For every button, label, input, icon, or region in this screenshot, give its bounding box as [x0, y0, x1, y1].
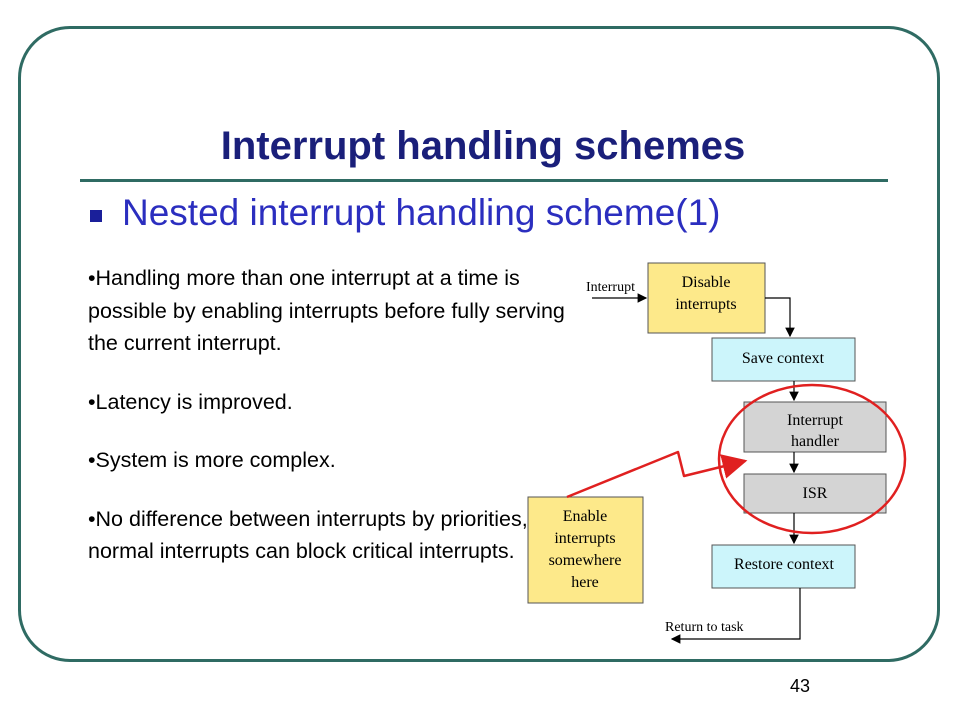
enable-line3: somewhere — [549, 552, 622, 569]
connector-disable-save — [765, 297, 795, 338]
disable-line1: Disable — [682, 274, 731, 291]
square-bullet-icon — [90, 210, 102, 222]
highlight-arrow — [566, 450, 748, 499]
enable-interrupts-box — [527, 496, 644, 604]
restore-context-label: Restore context — [734, 556, 835, 573]
disable-line2: interrupts — [675, 296, 736, 313]
enable-line2: interrupts — [554, 530, 615, 547]
interrupt-handler-box — [743, 401, 887, 453]
handler-line2: handler — [791, 433, 840, 450]
point-3: •System is more complex. — [88, 448, 336, 472]
return-label: Return to task — [665, 620, 744, 635]
restore-context-box — [711, 544, 856, 589]
interrupt-label: Interrupt — [586, 280, 635, 295]
point-2: •Latency is improved. — [88, 389, 293, 414]
enable-line4: here — [571, 574, 599, 591]
point-4: •No difference between interrupts by pri… — [88, 506, 557, 564]
isr-label: ISR — [803, 485, 828, 502]
slide-title: Interrupt handling schemes — [220, 124, 746, 168]
enable-line1: Enable — [563, 508, 607, 525]
isr-box — [743, 473, 887, 514]
save-context-box — [711, 337, 856, 382]
handler-line1: Interrupt — [787, 412, 844, 429]
return-arrow — [670, 588, 801, 644]
point-1: •Handling more than one interrupt at a t… — [88, 266, 565, 355]
disable-interrupts-box — [647, 262, 766, 334]
slide-frame — [18, 26, 940, 662]
page-number: 43 — [790, 676, 811, 696]
save-context-label: Save context — [742, 350, 825, 367]
slide-subtitle: Nested interrupt handling scheme(1) — [122, 192, 721, 233]
highlight-ellipse — [717, 383, 907, 535]
body-text: •Handling more than one interrupt at a t… — [88, 262, 568, 594]
title-rule — [80, 179, 888, 182]
